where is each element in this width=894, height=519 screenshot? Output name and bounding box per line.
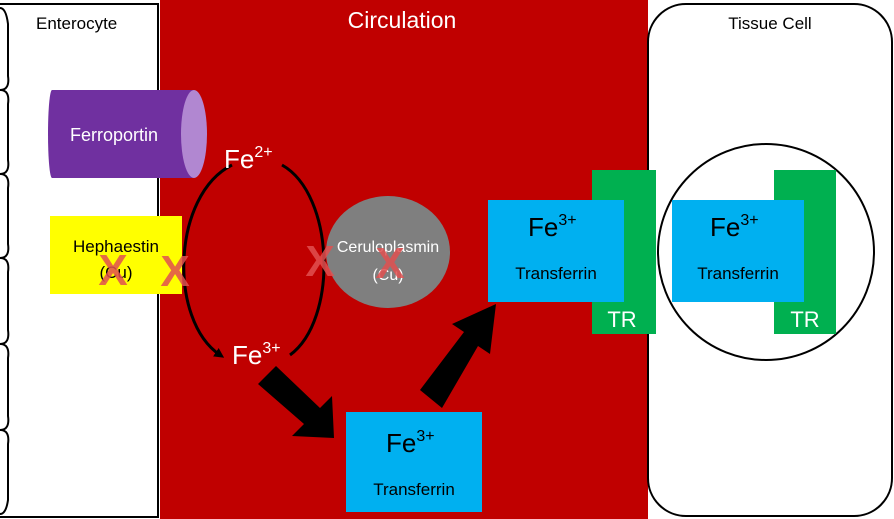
hephaestin-cu-label: (Cu)	[99, 263, 132, 282]
ceruloplasmin-enzyme: Ceruloplasmin (Cu)	[326, 196, 450, 308]
transferrin-circulating: Fe3+ Transferrin	[346, 412, 482, 512]
receptor-label: TR	[607, 307, 636, 332]
transferrin-label: Transferrin	[373, 480, 455, 499]
arrow-to-receptor	[420, 304, 496, 408]
transferrin-bound-membrane: Fe3+ Transferrin	[488, 200, 624, 302]
bound-ferric-label: Fe3+	[528, 212, 577, 242]
ferroportin-channel: Ferroportin	[48, 90, 207, 178]
circulation-label: Circulation	[348, 7, 457, 33]
inhibition-mark-arc-left: X	[160, 247, 189, 296]
tissue-cell-label: Tissue Cell	[728, 14, 811, 33]
oxidation-arc-right	[281, 163, 326, 357]
oxidation-arc-left	[182, 163, 233, 358]
transferrin-internal: Fe3+ Transferrin	[672, 200, 804, 302]
arrow-to-transferrin	[258, 366, 334, 438]
internal-ferric-label: Fe3+	[710, 212, 759, 242]
transferrin-ferric-label: Fe3+	[386, 428, 435, 458]
ceruloplasmin-label: Ceruloplasmin	[337, 239, 439, 256]
inhibition-mark-ceruloplasmin: X	[375, 239, 404, 288]
internal-transferrin-label: Transferrin	[697, 264, 779, 283]
hephaestin-enzyme: Hephaestin (Cu)	[50, 216, 182, 294]
ferrous-iron-label: Fe2+	[224, 144, 273, 174]
internal-receptor-label: TR	[790, 307, 819, 332]
inhibition-mark-hephaestin: X	[98, 246, 127, 295]
inhibition-mark-arc-right: X	[305, 237, 334, 286]
enterocyte-brace	[0, 7, 10, 515]
enterocyte-label: Enterocyte	[36, 14, 117, 33]
ferric-iron-label: Fe3+	[232, 340, 281, 370]
ceruloplasmin-cu-label: (Cu)	[372, 267, 403, 284]
bound-transferrin-label: Transferrin	[515, 264, 597, 283]
hephaestin-label: Hephaestin	[73, 237, 159, 256]
ferroportin-label: Ferroportin	[70, 125, 158, 145]
